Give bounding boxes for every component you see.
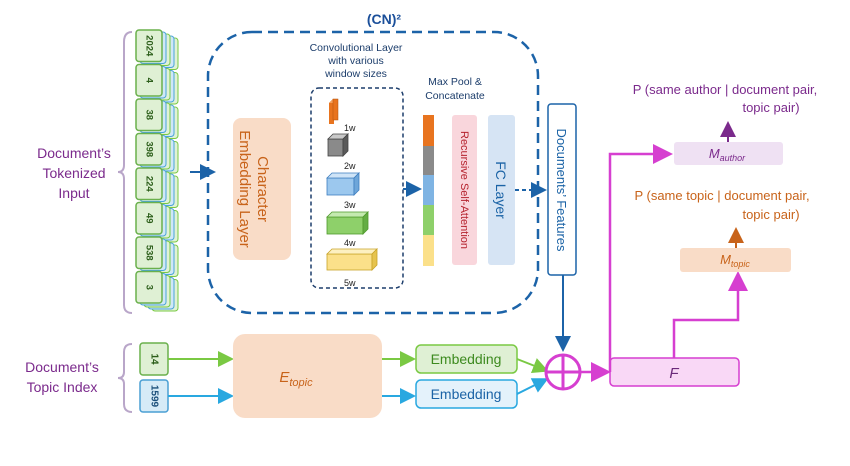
author-output-line-2: topic pair): [742, 100, 799, 115]
token-card: 49: [135, 201, 179, 243]
token-text: 398: [143, 141, 154, 157]
embedding-cyan-label: Embedding: [431, 386, 502, 402]
embedding-green-label: Embedding: [431, 351, 502, 367]
topic-label-line-2: Topic Index: [27, 379, 98, 395]
embedding2-to-sum-arrow: [516, 378, 549, 395]
m-topic-block: [680, 248, 791, 272]
e-topic-symbol: E: [279, 369, 290, 386]
window-label-5w: 5w: [344, 278, 356, 288]
token-card: 38: [135, 98, 179, 139]
m-topic-symbol: M: [720, 252, 731, 267]
features-label: Documents’ Features: [554, 128, 569, 252]
m-author-subscript: author: [720, 153, 747, 163]
topic-output-line-2: topic pair): [742, 207, 799, 222]
e-topic-block: [233, 334, 382, 418]
conv-title-line-1: Convolutional Layer: [310, 42, 403, 54]
cn2-title: (CN)²: [367, 11, 402, 27]
window-label-4w: 4w: [344, 238, 356, 248]
topic-token-1599-text: 1599: [148, 385, 159, 408]
attention-label: Recursive Self-Attention: [458, 131, 470, 249]
window-label-1w: 1w: [344, 123, 356, 133]
topic-brace: [117, 343, 133, 413]
char-embed-line-1: Character: [254, 156, 271, 222]
topic-token-14-text: 14: [148, 353, 159, 365]
m-author-block: [674, 142, 783, 165]
token-text: 2024: [143, 35, 154, 57]
token-text: 3: [143, 285, 154, 290]
m-topic-label: Mtopic: [720, 252, 750, 269]
topic-label-line-1: Document’s: [25, 359, 99, 375]
fc-label: FC Layer: [493, 161, 509, 219]
token-text: 38: [143, 109, 154, 120]
window-label-3w: 3w: [344, 200, 356, 210]
f-to-mtopic-path: [672, 271, 748, 358]
m-author-label: Mauthor: [709, 146, 746, 163]
token-card: 224: [135, 167, 179, 208]
topic-token-14: 14: [139, 342, 169, 376]
token-text: 538: [143, 245, 154, 261]
e-topic-label: Etopic: [279, 369, 313, 389]
conv-layer-box: [310, 87, 404, 289]
token-card: 2024: [135, 29, 179, 70]
token-text: 49: [143, 213, 154, 224]
concatenated-vector: [423, 115, 434, 266]
sum-node: [544, 353, 582, 391]
cn2-box: [206, 30, 540, 315]
conv-filter-5w: [326, 248, 378, 271]
topic-token-1599: 1599: [139, 379, 169, 413]
token-text: 4: [143, 78, 154, 84]
topic-output-line-1: P (same topic | document pair,: [634, 188, 809, 203]
author-output-line-1: P (same author | document pair,: [633, 82, 818, 97]
fc-layer-block: [488, 115, 515, 265]
conv-filter-4w: [326, 211, 369, 235]
input-label-line-1: Document’s: [37, 145, 111, 161]
token-card: 3: [135, 270, 179, 312]
input-label-line-3: Input: [58, 185, 89, 201]
embedding1-to-sum-arrow: [516, 358, 549, 374]
token-stack: 2024 4 38 398 224 49 538 3: [135, 29, 179, 312]
token-card: 398: [135, 132, 179, 174]
m-topic-subscript: topic: [731, 259, 751, 269]
char-embed-line-2: Embedding Layer: [236, 130, 253, 248]
m-author-symbol: M: [709, 146, 720, 161]
conv-title-line-3: window sizes: [324, 68, 387, 80]
token-text: 224: [143, 176, 154, 193]
f-to-mauthor-path: [608, 144, 673, 372]
maxpool-line-2: Concatenate: [425, 90, 485, 102]
window-label-2w: 2w: [344, 161, 356, 171]
f-label: F: [669, 365, 679, 382]
conv-filter-1w: [329, 98, 339, 124]
input-brace: [117, 31, 133, 314]
token-card: 538: [135, 236, 179, 277]
conv-title-line-2: with various: [327, 55, 383, 67]
conv-filter-3w: [326, 172, 360, 196]
e-topic-subscript: topic: [289, 377, 313, 389]
tokenized-input-label: Document’s Tokenized Input: [37, 145, 111, 201]
character-embedding-layer: [233, 118, 291, 260]
conv-filter-2w: [327, 133, 349, 157]
maxpool-line-1: Max Pool &: [428, 76, 482, 88]
input-label-line-2: Tokenized: [42, 165, 105, 181]
topic-index-label: Document’s Topic Index: [25, 359, 99, 395]
token-card: 4: [135, 63, 179, 105]
recursive-self-attention-block: [452, 115, 477, 265]
